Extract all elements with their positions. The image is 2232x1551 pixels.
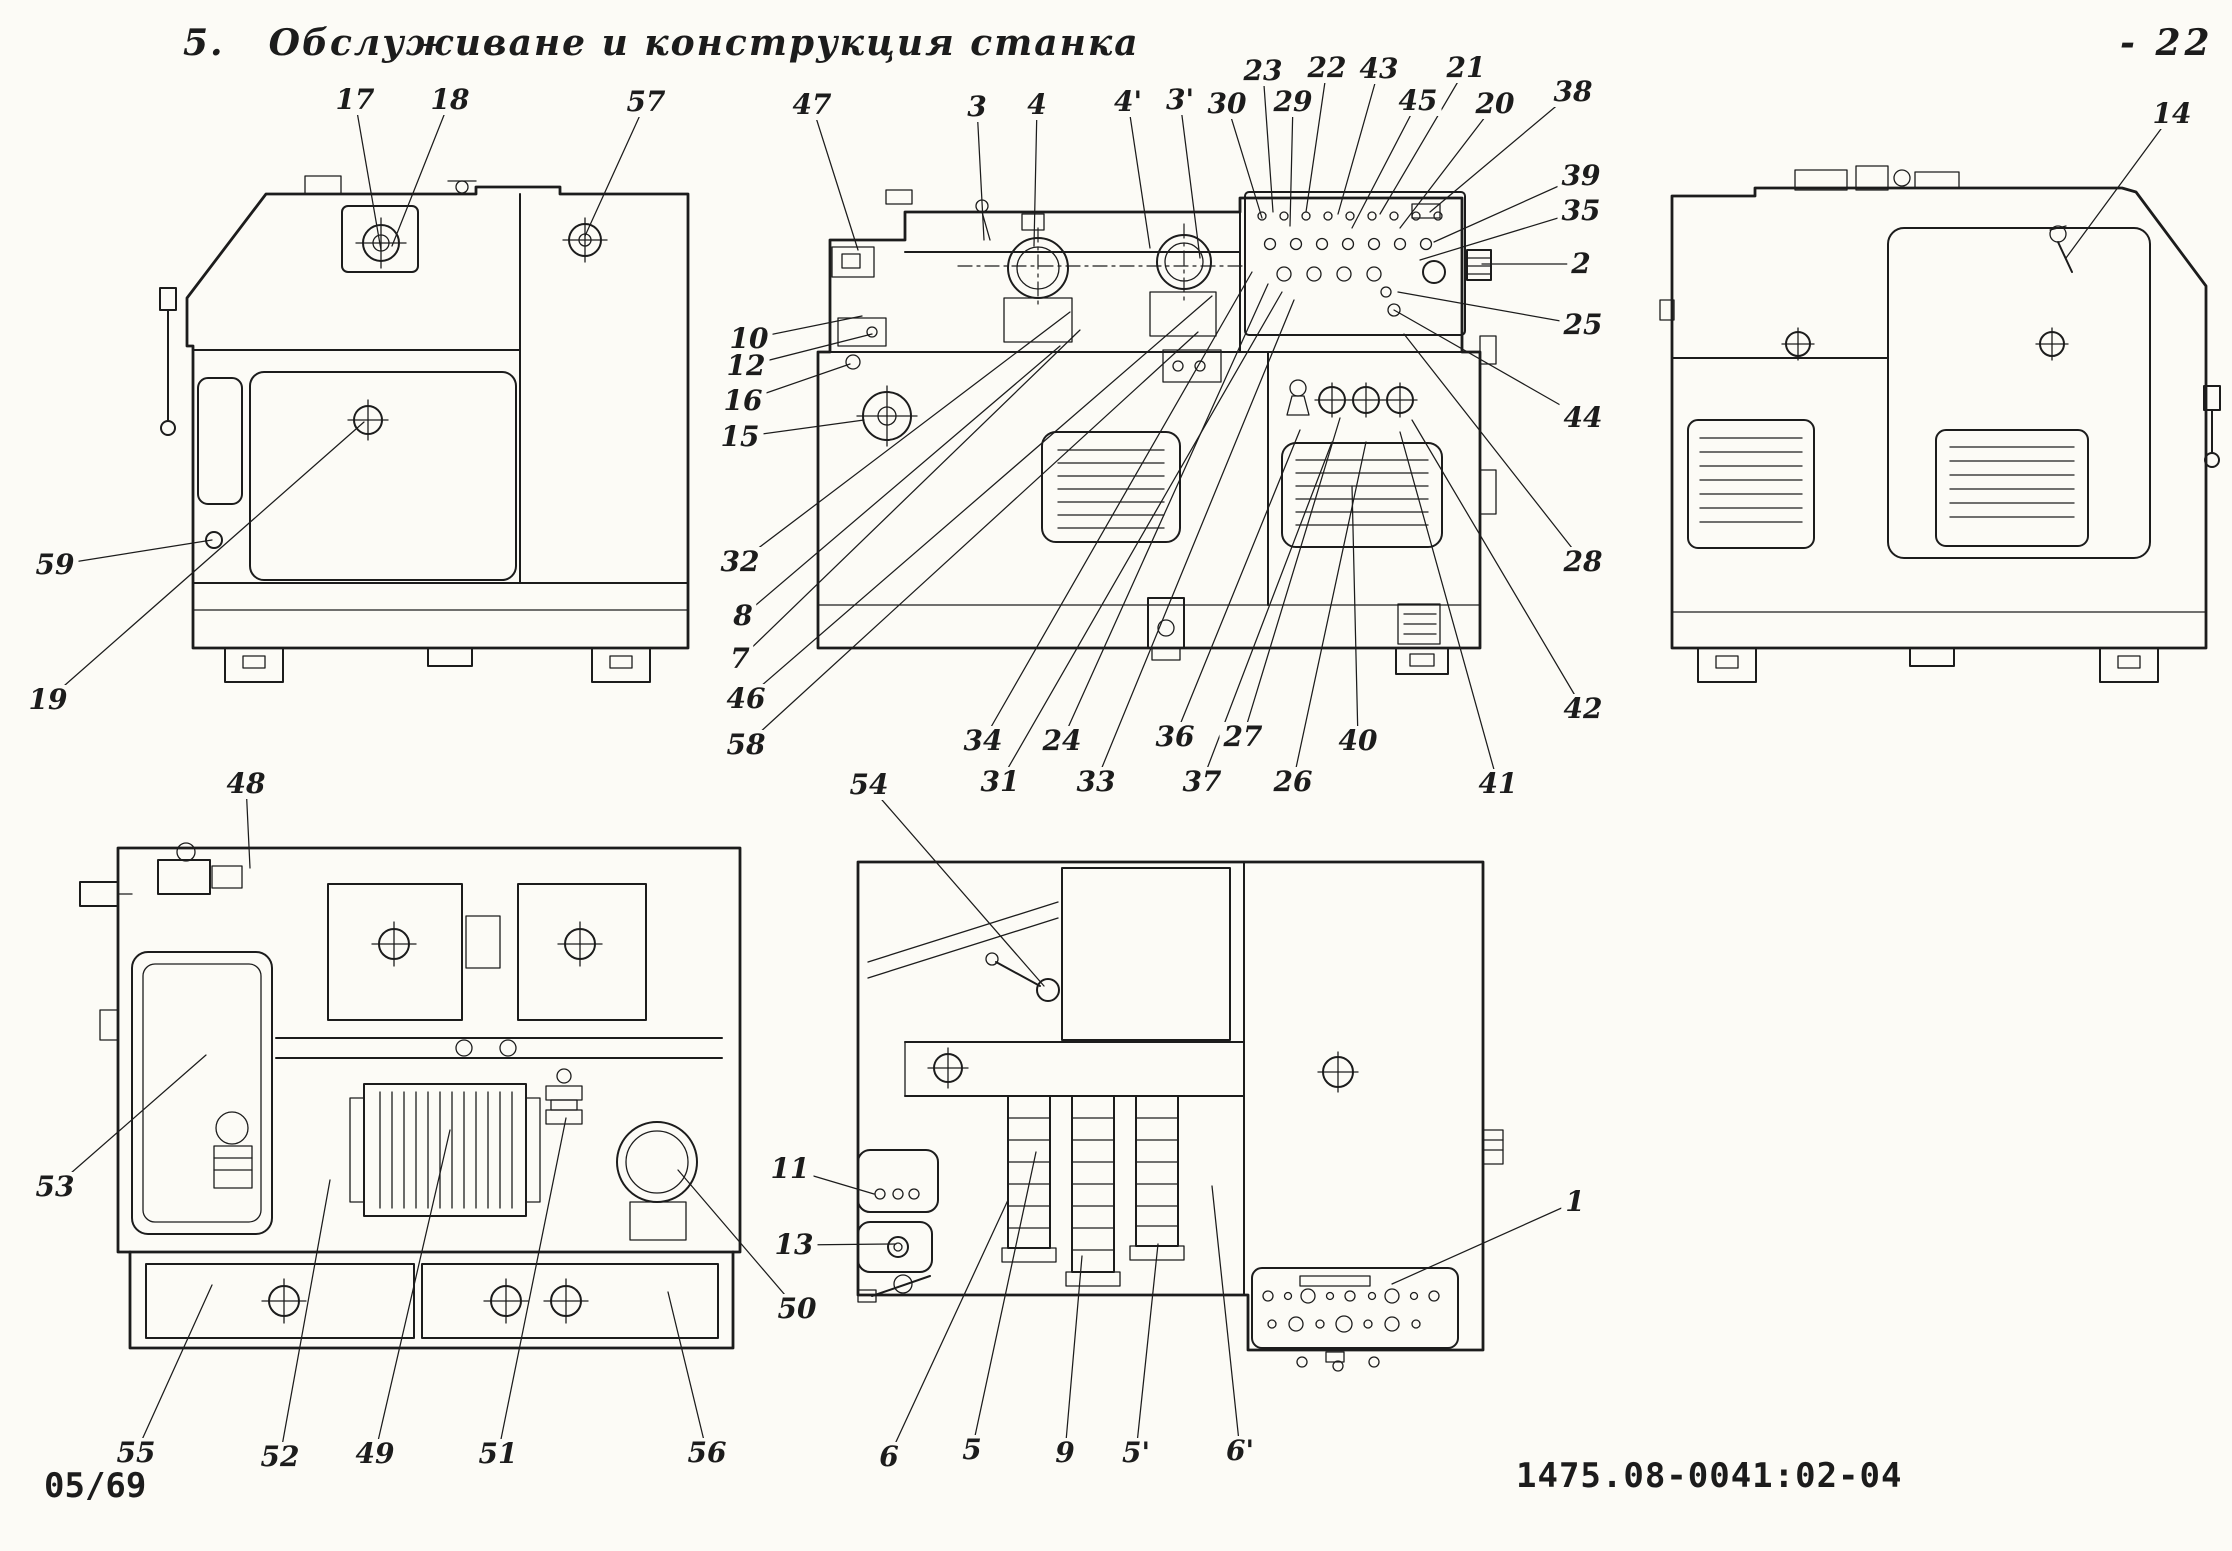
- view-right-side: [1659, 165, 2221, 683]
- leader-line-12: [745, 333, 873, 367]
- leader-line-1: [1391, 1201, 1576, 1285]
- view-interior: [79, 842, 742, 1350]
- leader-line-18: [391, 99, 451, 247]
- leader-line-16: [742, 363, 851, 402]
- leader-line-43: [1337, 68, 1380, 215]
- page-title: Обслуживане и конструкция станка: [268, 22, 1140, 64]
- leader-line-35: [1419, 210, 1582, 261]
- leader-line-29: [1289, 101, 1294, 227]
- leader-line-19: [47, 421, 365, 701]
- leader-line-51: [497, 1117, 567, 1455]
- view-section: [856, 860, 1504, 1372]
- leader-line-6: [888, 1199, 1009, 1458]
- leader-line-44: [1393, 309, 1584, 419]
- leader-line-36: [1174, 429, 1301, 738]
- leader-line-45: [1351, 100, 1419, 229]
- leader-line-7: [739, 329, 1081, 660]
- leader-line-56: [667, 1291, 708, 1454]
- section-number: 5.: [183, 22, 225, 64]
- leader-line-54: [868, 784, 1045, 987]
- leader-line-14: [2065, 113, 2173, 259]
- leader-line-23: [1262, 70, 1274, 213]
- leader-line-15: [739, 419, 865, 438]
- leader-line-34: [982, 271, 1253, 742]
- leader-line-5': [1135, 1243, 1159, 1454]
- leader-line-3': [1179, 99, 1201, 259]
- leader-line-21: [1379, 67, 1467, 215]
- leader-line-33: [1095, 299, 1295, 783]
- leader-line-28: [1403, 333, 1584, 563]
- leader-line-47: [811, 104, 859, 251]
- page-number: - 22: [2120, 22, 2214, 64]
- leader-lines: [47, 67, 2173, 1458]
- leader-line-3: [976, 106, 985, 241]
- leader-line-11: [789, 1168, 875, 1195]
- view-left-side: [159, 175, 690, 683]
- leader-line-42: [1411, 419, 1584, 710]
- leader-line-31: [999, 291, 1283, 783]
- leader-line-10: [748, 315, 863, 340]
- leader-line-41: [1399, 431, 1499, 785]
- leader-line-25: [1397, 291, 1584, 326]
- leader-line-30: [1226, 103, 1263, 219]
- leader-line-57: [584, 101, 647, 237]
- leader-line-32: [739, 311, 1071, 563]
- leader-line-38: [1429, 91, 1574, 213]
- leader-line-55: [135, 1284, 213, 1454]
- leader-line-9: [1064, 1255, 1083, 1454]
- view-front: [816, 189, 1497, 675]
- leader-line-39: [1433, 175, 1582, 243]
- leader-line-52: [279, 1179, 331, 1458]
- page-header: 5. Обслуживане и конструкция станка: [183, 22, 1140, 64]
- leader-line-50: [677, 1169, 798, 1310]
- leader-line-49: [374, 1129, 451, 1455]
- leader-line-4: [1033, 104, 1038, 247]
- leader-line-53: [54, 1054, 207, 1188]
- leader-line-59: [54, 539, 213, 566]
- leader-line-17: [354, 99, 382, 251]
- leader-line-6': [1211, 1185, 1241, 1452]
- leader-line-5: [971, 1151, 1037, 1451]
- leader-line-22: [1305, 67, 1328, 213]
- leader-line-26: [1292, 441, 1367, 783]
- leader-line-27: [1242, 417, 1341, 738]
- leader-line-40: [1351, 485, 1359, 742]
- leader-line-58: [745, 331, 1199, 746]
- drawing-number: 1475.08-0041:02-04: [1516, 1456, 1903, 1496]
- leader-line-20: [1399, 103, 1496, 229]
- date-code: 05/69: [44, 1466, 147, 1506]
- leader-line-4': [1127, 101, 1151, 249]
- leader-line-8: [742, 345, 1061, 617]
- leader-line-13: [793, 1243, 897, 1246]
- leader-line-24: [1061, 283, 1269, 742]
- leader-line-48: [245, 783, 251, 869]
- leader-line-46: [745, 295, 1213, 700]
